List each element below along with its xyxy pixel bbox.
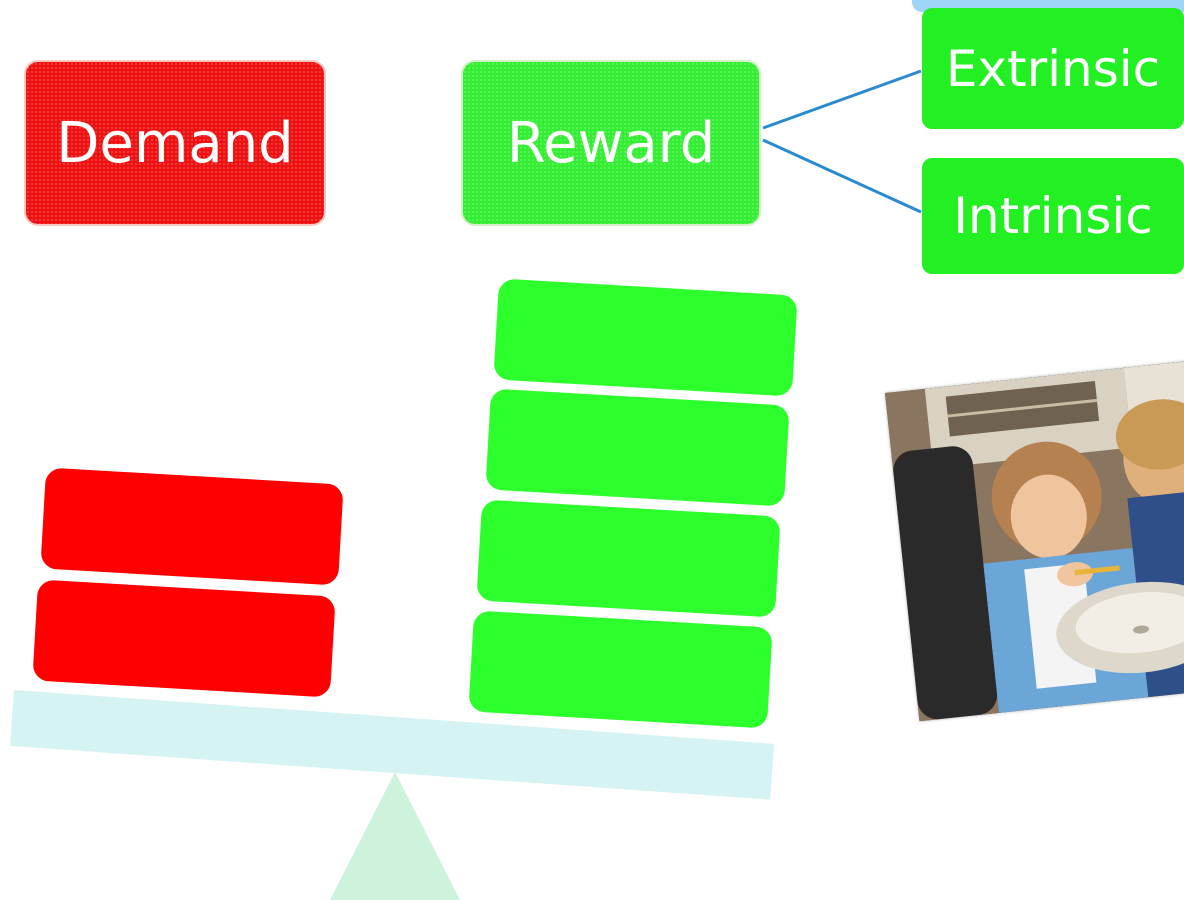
reward-block	[468, 610, 773, 729]
extrinsic-label: Extrinsic	[945, 39, 1161, 98]
extrinsic-box: Extrinsic	[922, 8, 1184, 129]
reward-label-box: Reward	[461, 60, 761, 226]
dental-photo	[885, 360, 1184, 722]
demand-label-box: Demand	[24, 60, 326, 226]
intrinsic-box: Intrinsic	[922, 158, 1184, 274]
demand-block	[32, 579, 336, 698]
connector-to-extrinsic	[762, 69, 922, 130]
intrinsic-label: Intrinsic	[953, 187, 1153, 245]
demand-block	[40, 467, 344, 586]
balance-fulcrum	[330, 772, 460, 900]
reward-block	[493, 278, 798, 397]
reward-label: Reward	[506, 110, 716, 176]
reward-block	[476, 499, 781, 618]
reward-block	[485, 388, 790, 507]
connector-to-intrinsic	[762, 138, 922, 214]
demand-label: Demand	[56, 110, 294, 176]
